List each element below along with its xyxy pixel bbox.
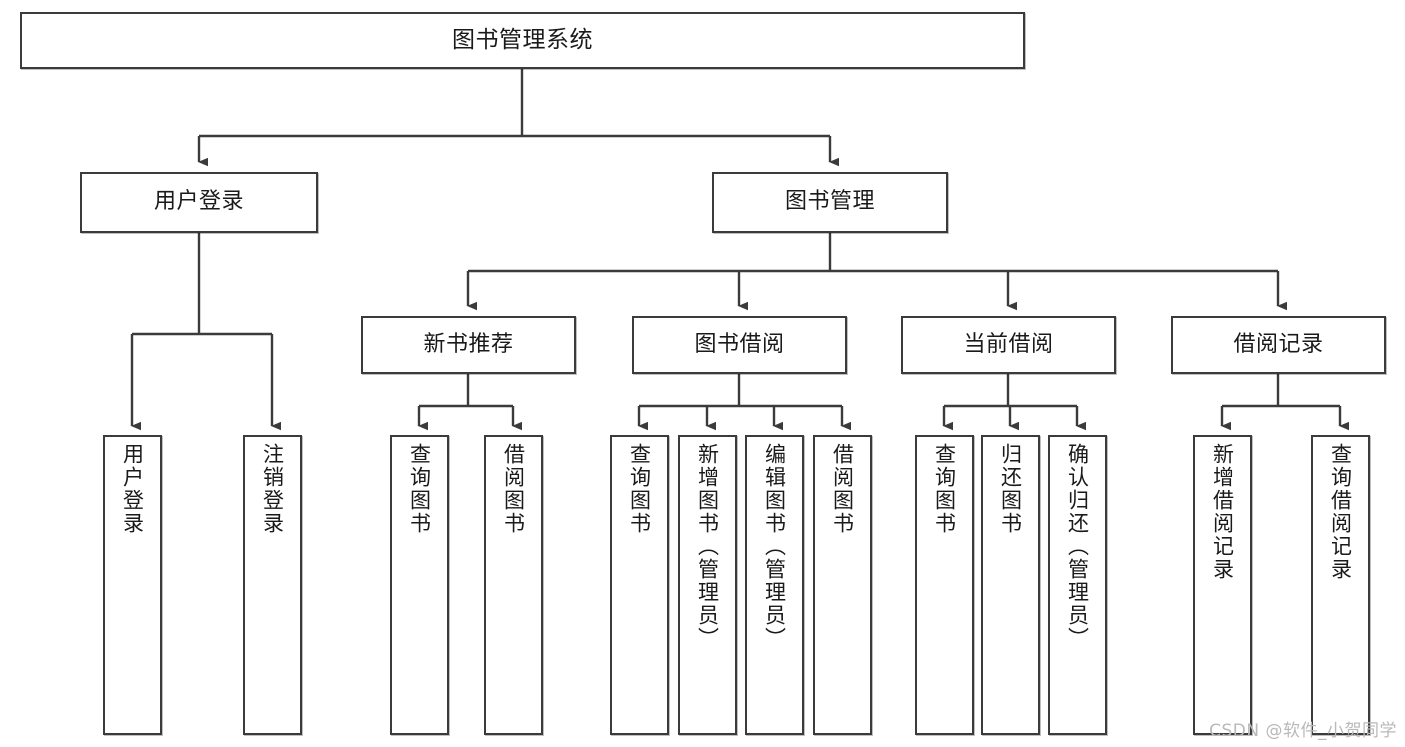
leaf-query-book-borrow[interactable]: 查询图书: [610, 435, 669, 735]
node-label: 查询图书: [627, 443, 652, 535]
node-root-system[interactable]: 图书管理系统: [20, 12, 1025, 69]
leaf-confirm-return[interactable]: 确认归还（管理员）: [1048, 435, 1107, 735]
leaf-logout-login[interactable]: 注销登录: [243, 435, 302, 735]
node-label: 图书借阅: [694, 331, 785, 357]
node-label: 确认归还（管理员）: [1065, 443, 1090, 650]
node-label: 用户登录: [153, 189, 244, 215]
node-label: 查询图书: [407, 443, 432, 535]
node-book-borrow[interactable]: 图书借阅: [632, 316, 847, 374]
node-label: 图书管理系统: [452, 26, 593, 53]
node-label: 借阅图书: [830, 443, 855, 535]
leaf-add-borrow-record[interactable]: 新增借阅记录: [1193, 435, 1252, 735]
leaf-borrow-book[interactable]: 借阅图书: [813, 435, 872, 735]
node-book-management[interactable]: 图书管理: [712, 172, 948, 233]
leaf-query-book-recommend[interactable]: 查询图书: [390, 435, 449, 735]
node-label: 新书推荐: [423, 331, 514, 357]
node-user-login[interactable]: 用户登录: [80, 172, 318, 233]
node-label: 用户登录: [120, 443, 145, 535]
node-label: 图书管理: [784, 189, 875, 215]
node-label: 注销登录: [260, 443, 285, 535]
node-label: 查询图书: [932, 443, 957, 535]
node-new-book-recommend[interactable]: 新书推荐: [361, 316, 576, 374]
leaf-user-login[interactable]: 用户登录: [103, 435, 162, 735]
node-label: 借阅记录: [1233, 331, 1324, 357]
leaf-return-book[interactable]: 归还图书: [981, 435, 1040, 735]
node-label: 查询借阅记录: [1328, 443, 1353, 581]
node-current-borrow[interactable]: 当前借阅: [901, 316, 1116, 374]
node-label: 借阅图书: [501, 443, 526, 535]
leaf-query-borrow-record[interactable]: 查询借阅记录: [1311, 435, 1370, 735]
leaf-add-book[interactable]: 新增图书（管理员）: [678, 435, 737, 735]
leaf-query-book-current[interactable]: 查询图书: [915, 435, 974, 735]
leaf-edit-book[interactable]: 编辑图书（管理员）: [745, 435, 804, 735]
leaf-borrow-book-recommend[interactable]: 借阅图书: [484, 435, 543, 735]
node-label: 新增图书（管理员）: [695, 443, 720, 650]
node-label: 当前借阅: [963, 331, 1054, 357]
csdn-watermark: CSDN @软件_小贺同学: [1209, 721, 1397, 741]
node-label: 新增借阅记录: [1210, 443, 1235, 581]
node-label: 编辑图书（管理员）: [762, 443, 787, 650]
node-borrow-record[interactable]: 借阅记录: [1171, 316, 1386, 374]
node-label: 归还图书: [998, 443, 1023, 535]
